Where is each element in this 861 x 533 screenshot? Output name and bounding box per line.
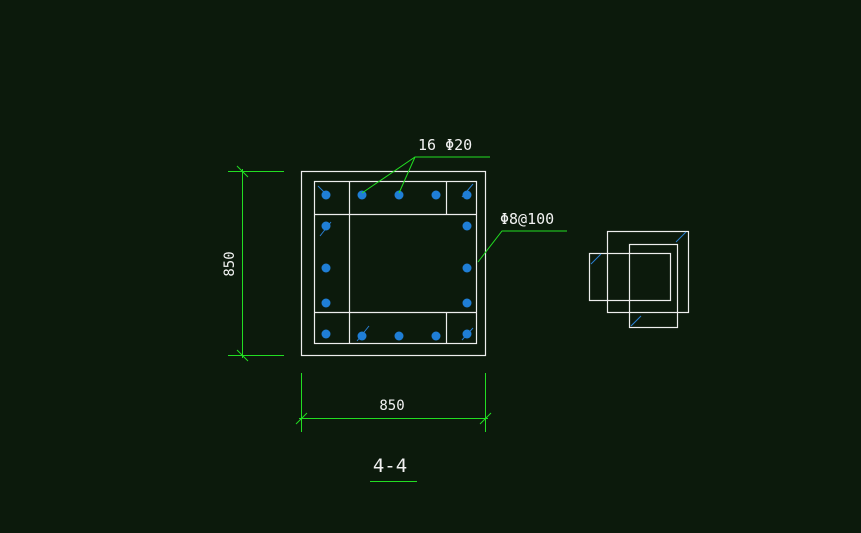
rebar [321,221,331,231]
rebar [462,329,472,339]
dimension-tick [479,412,492,425]
rebar [394,190,404,200]
rebar [357,190,367,200]
rebar [462,263,472,273]
stirrup-detail-rect [628,243,679,329]
stirrup-detail-hook [590,253,602,265]
stirrup-detail-hook [630,315,642,327]
rebar [462,190,472,200]
main-rebars [321,190,472,341]
column-section [300,170,487,357]
width-dimension-text: 850 [379,398,404,414]
stirrup-outer-outline [313,180,478,345]
rebar [321,298,331,308]
section-title: 4-4 [370,455,417,482]
stirrup-detail-hook [675,231,687,243]
rebar [431,190,441,200]
dimension-tick [236,349,249,362]
main-rebar-label: 16 Φ20 [418,136,472,154]
main-rebar-callout: 16 Φ20 [361,136,490,194]
rebar [321,329,331,339]
height-dimension-text: 850 [222,251,238,276]
rebar [321,263,331,273]
main-rebar-leader [361,156,490,194]
width-dimension: 850 [295,373,492,432]
column-outer-outline [300,170,487,357]
rebar [321,190,331,200]
section-label: 4-4 [373,455,407,477]
height-dimension: 850 [222,165,284,362]
dimension-tick [236,165,249,178]
main-rebar-leader [398,156,416,194]
rebar [462,298,472,308]
rebar [462,221,472,231]
stirrup-leader [477,230,567,263]
rebar [394,331,404,341]
stirrup-label: Φ8@100 [500,210,554,228]
stirrup-detail [588,230,690,329]
rebar [357,331,367,341]
stirrup-detail-rect [606,230,690,314]
stirrup-callout: Φ8@100 [477,210,567,263]
dimension-tick [295,412,308,425]
rebar [431,331,441,341]
